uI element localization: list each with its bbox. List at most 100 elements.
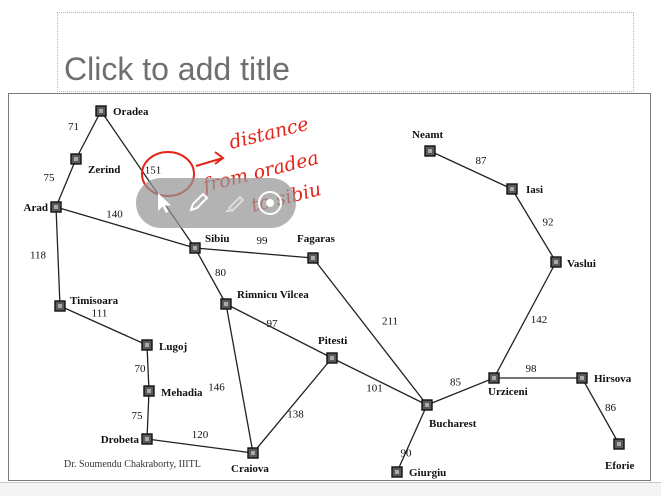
city-lugoj: Lugoj: [141, 339, 187, 353]
highlighter-icon[interactable]: [220, 189, 248, 217]
city-pitesti: Pitesti: [318, 335, 347, 364]
annotation-arrow: [195, 151, 225, 167]
city-zerind: Zerind: [70, 153, 120, 176]
road-bucharest-giurgiu: [396, 404, 428, 473]
road-arad-timisoara: [55, 206, 61, 307]
city-craiova: Craiova: [231, 447, 269, 475]
city-marker-center: [58, 304, 62, 308]
city-marker-center: [425, 403, 429, 407]
city-mehadia: Mehadia: [143, 385, 203, 399]
city-marker-center: [99, 109, 103, 113]
city-label: Craiova: [231, 463, 269, 475]
city-urziceni: Urziceni: [488, 372, 528, 398]
distance-bucharest-giurgiu: 90: [401, 448, 413, 460]
city-label: Hirsova: [594, 373, 632, 385]
distance-fagaras-bucharest: 211: [382, 316, 398, 328]
distance-sibiu-fagaras: 99: [257, 235, 269, 247]
distance-rimnicu-pitesti: 97: [267, 318, 279, 330]
distance-rimnicu-craiova: 146: [208, 382, 225, 394]
city-hirsova: Hirsova: [576, 372, 632, 385]
distance-lugoj-mehadia: 70: [135, 363, 147, 375]
city-marker-center: [147, 389, 151, 393]
distance-labels: 7175151140118998011170751209714613810121…: [30, 121, 617, 460]
city-label: Urziceni: [488, 386, 528, 398]
distance-iasi-neamt: 87: [476, 155, 488, 167]
city-label: Iasi: [526, 184, 543, 196]
distance-vaslui-iasi: 92: [543, 217, 554, 229]
distance-drobeta-craiova: 120: [192, 429, 209, 441]
pointer-arrow-icon[interactable]: [150, 189, 178, 217]
city-marker-center: [554, 260, 558, 264]
road-hirsova-eforie: [581, 377, 620, 445]
footer-credit: Dr. Soumendu Chakraborty, IIITL: [64, 459, 201, 470]
road-timisoara-lugoj: [59, 305, 148, 346]
distance-mehadia-drobeta: 75: [132, 410, 144, 422]
road-oradea-zerind: [75, 110, 102, 160]
annotation-line-1: distance: [227, 113, 311, 154]
city-marker-center: [54, 205, 58, 209]
city-giurgiu: Giurgiu: [391, 466, 446, 479]
road-sibiu-rimnicu: [194, 247, 227, 305]
city-marker-center: [580, 376, 584, 380]
title-placeholder[interactable]: Click to add title: [64, 51, 290, 87]
distance-timisoara-lugoj: 111: [92, 308, 108, 320]
road-arad-sibiu: [55, 206, 196, 249]
road-lugoj-mehadia: [146, 344, 150, 392]
city-label: Rimnicu Vilcea: [237, 289, 309, 301]
distance-pitesti-bucharest: 101: [366, 383, 383, 395]
road-urziceni-vaslui: [493, 261, 557, 379]
pen-icon[interactable]: [184, 189, 212, 217]
distance-sibiu-rimnicu: 80: [215, 267, 227, 279]
city-label: Arad: [24, 202, 48, 214]
title-placeholder-box[interactable]: [57, 12, 634, 92]
city-marker-center: [395, 470, 399, 474]
city-label: Giurgiu: [409, 467, 446, 479]
distance-zerind-arad: 75: [44, 172, 56, 184]
city-vaslui: Vaslui: [550, 256, 596, 270]
bottom-strip: [0, 482, 661, 496]
distance-craiova-pitesti: 138: [287, 409, 304, 421]
city-fagaras: Fagaras: [297, 233, 336, 264]
city-marker-center: [251, 451, 255, 455]
road-mehadia-drobeta: [146, 390, 150, 440]
distance-oradea-sibiu: 151: [145, 165, 162, 177]
city-neamt: Neamt: [412, 129, 443, 157]
city-oradea: Oradea: [95, 105, 149, 118]
roads: [55, 110, 620, 473]
city-marker-center: [330, 356, 334, 360]
city-marker-center: [428, 149, 432, 153]
city-label: Sibiu: [205, 233, 229, 245]
road-drobeta-craiova: [146, 438, 254, 454]
road-craiova-pitesti: [252, 357, 333, 454]
city-label: Oradea: [113, 106, 149, 118]
distance-oradea-zerind: 71: [68, 121, 79, 133]
city-label: Zerind: [88, 164, 120, 176]
city-label: Lugoj: [159, 341, 187, 353]
road-rimnicu-craiova: [225, 303, 254, 454]
city-marker-center: [510, 187, 514, 191]
distance-arad-sibiu: 140: [106, 209, 123, 221]
distance-bucharest-urziceni: 85: [450, 377, 462, 389]
distance-urziceni-vaslui: 142: [531, 314, 548, 326]
city-label: Vaslui: [567, 258, 596, 270]
road-zerind-arad: [55, 158, 77, 208]
city-label: Mehadia: [161, 387, 203, 399]
city-marker-center: [145, 437, 149, 441]
city-label: Pitesti: [318, 335, 347, 347]
distance-urziceni-hirsova: 98: [526, 363, 538, 375]
road-pitesti-bucharest: [331, 357, 428, 406]
city-label: Bucharest: [429, 418, 477, 430]
more-options-icon[interactable]: [256, 189, 284, 217]
presenter-annotation-toolbar: [136, 178, 296, 228]
city-timisoara: Timisoara: [54, 295, 119, 312]
city-eforie: Eforie: [605, 438, 634, 472]
city-label: Drobeta: [101, 434, 140, 446]
city-arad: Arad: [24, 201, 62, 214]
city-marker-center: [492, 376, 496, 380]
road-vaslui-iasi: [511, 188, 557, 263]
city-marker-center: [224, 302, 228, 306]
city-label: Fagaras: [297, 233, 336, 245]
